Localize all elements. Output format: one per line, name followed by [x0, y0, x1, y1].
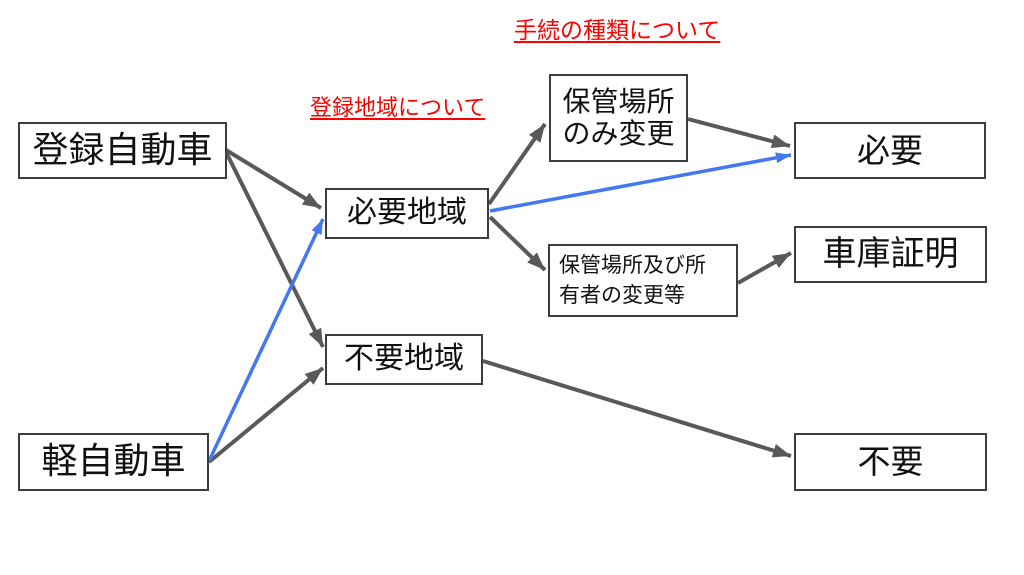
heading-procedure-types: 手続の種類について — [514, 18, 721, 44]
node-storage-owner-change: 保管場所及び所 有者の変更等 — [548, 244, 738, 317]
node-required-area: 必要地域 — [325, 188, 489, 239]
node-not-required-area: 不要地域 — [325, 334, 483, 385]
node-label: 登録自動車 — [32, 129, 213, 171]
node-required: 必要 — [794, 122, 986, 179]
edge-storage_only_change-to-required — [687, 117, 791, 149]
edge-required_area-to-storage_only_change — [487, 122, 547, 206]
edge-kei_car-to-required_area — [207, 218, 325, 462]
edge-registered_car-to-not_required_area — [224, 151, 325, 348]
node-label: 不要地域 — [344, 341, 464, 377]
node-label-line1: 保管場所 — [562, 84, 675, 118]
node-garage-certificate: 車庫証明 — [794, 226, 987, 283]
node-label-line2: のみ変更 — [562, 117, 675, 150]
edge-required_area-to-storage_owner_change — [488, 215, 547, 272]
node-not-required: 不要 — [794, 433, 987, 491]
node-label-line1: 保管場所及び所 — [559, 253, 706, 278]
node-label-line2: 有者の変更等 — [559, 282, 685, 307]
heading-registration-areas: 登録地域について — [310, 96, 486, 121]
node-registered-car: 登録自動車 — [18, 122, 227, 179]
node-label: 不要 — [857, 442, 924, 482]
node-kei-car: 軽自動車 — [18, 433, 209, 491]
node-label: 軽自動車 — [41, 441, 186, 483]
node-storage-only-change: 保管場所 のみ変更 — [549, 74, 688, 162]
edge-registered_car-to-required_area — [224, 148, 323, 210]
edge-required_area-to-required — [489, 152, 792, 213]
edge-not_required_area-to-not_required — [482, 359, 792, 458]
node-label: 必要 — [857, 130, 923, 170]
edge-kei_car-to-not_required_area — [207, 366, 325, 464]
node-label: 必要地域 — [347, 195, 467, 231]
edge-storage_owner_change-to-garage_certificate — [737, 251, 792, 285]
node-label: 車庫証明 — [822, 233, 959, 274]
